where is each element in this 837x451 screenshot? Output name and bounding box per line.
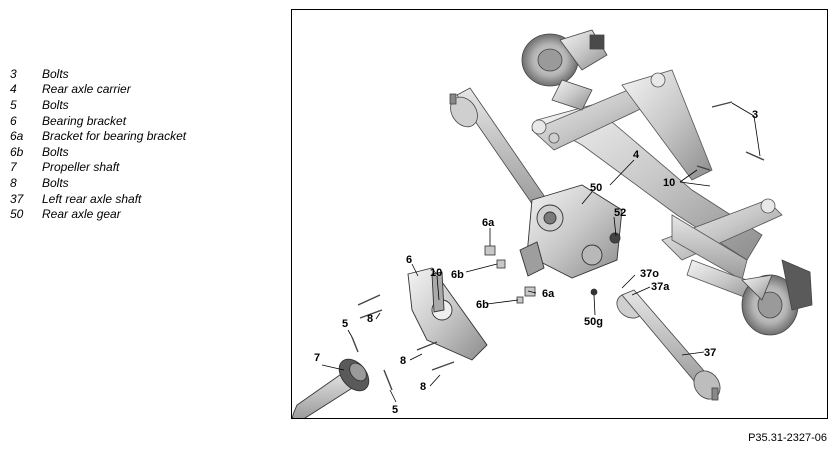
callout-6: 6 [406, 254, 412, 266]
legend-row: 4 Rear axle carrier [10, 82, 280, 98]
legend-row: 3 Bolts [10, 66, 280, 82]
right-axle-shaft-shape [449, 87, 548, 209]
callout-leader-lines [321, 102, 761, 403]
legend-description: Propeller shaft [42, 160, 120, 175]
legend-number: 6 [10, 113, 17, 128]
figure-reference-code: P35.31-2327-06 [748, 432, 827, 444]
callout-8-second: 8 [400, 355, 406, 367]
callout-10-lower: 10 [430, 267, 442, 279]
callout-50g: 50g [584, 316, 603, 328]
callout-50: 50 [590, 182, 602, 194]
legend-number: 3 [10, 66, 17, 81]
callout-3: 3 [752, 109, 758, 121]
bearing-bracket-shape [407, 267, 488, 361]
callout-6a-upper: 6a [482, 217, 495, 229]
loose-bolt-shapes [351, 101, 765, 391]
lower-wheel-hub-shape [741, 259, 813, 336]
callout-10-upper: 10 [663, 177, 675, 189]
callout-6b-upper: 6b [451, 269, 464, 281]
legend-row: 6a Bracket for bearing bracket [10, 128, 280, 144]
legend-row: 50 Rear axle gear [10, 206, 280, 222]
rear-axle-exploded-view: 3 4 10 50 52 6a 6b 6 10 6a 6b 37o 37a 50… [292, 29, 813, 418]
callout-8-third: 8 [420, 381, 426, 393]
legend-description: Bolts [42, 97, 69, 112]
callout-4: 4 [633, 149, 640, 161]
legend-row: 37 Left rear axle shaft [10, 191, 280, 207]
legend-description: Rear axle carrier [42, 82, 131, 97]
legend-number: 8 [10, 175, 17, 190]
callout-6a-lower: 6a [542, 288, 555, 300]
upper-wheel-hub-shape [521, 29, 608, 111]
callout-5-upper: 5 [342, 318, 348, 330]
legend-number: 7 [10, 160, 17, 175]
callout-5-lower: 5 [392, 404, 398, 416]
legend-number: 4 [10, 82, 17, 97]
legend-number: 50 [10, 207, 24, 222]
legend-number: 6b [10, 144, 24, 159]
callout-52: 52 [614, 207, 626, 219]
legend-row: 6 Bearing bracket [10, 113, 280, 129]
legend-description: Rear axle gear [42, 207, 121, 222]
legend-row: 6b Bolts [10, 144, 280, 160]
legend-number: 6a [10, 129, 24, 144]
legend-row: 5 Bolts [10, 97, 280, 113]
rear-axle-carrier-shape [531, 69, 783, 301]
rear-axle-gear-shape [519, 184, 623, 279]
propeller-shaft-shape [292, 358, 370, 418]
legend-description: Bolts [42, 66, 69, 81]
legend-description: Bolts [42, 175, 69, 190]
legend-row: 8 Bolts [10, 175, 280, 191]
left-axle-shaft-shape [616, 289, 721, 401]
callout-6b-lower: 6b [476, 299, 489, 311]
legend-number: 5 [10, 97, 17, 112]
callout-37: 37 [704, 347, 716, 359]
exploded-diagram-frame: 3 4 10 50 52 6a 6b 6 10 6a 6b 37o 37a 50… [291, 9, 828, 419]
legend-description: Left rear axle shaft [42, 191, 142, 206]
callout-37o: 37o [640, 268, 659, 280]
callout-7: 7 [314, 352, 320, 364]
legend-row: 7 Propeller shaft [10, 160, 280, 176]
callout-8-first: 8 [367, 313, 373, 325]
legend-number: 37 [10, 191, 24, 206]
callout-37a: 37a [651, 281, 670, 293]
legend-description: Bearing bracket [42, 113, 127, 128]
legend-description: Bolts [42, 144, 69, 159]
callout-labels: 3 4 10 50 52 6a 6b 6 10 6a 6b 37o 37a 50… [314, 109, 758, 416]
legend-description: Bracket for bearing bracket [42, 129, 187, 144]
